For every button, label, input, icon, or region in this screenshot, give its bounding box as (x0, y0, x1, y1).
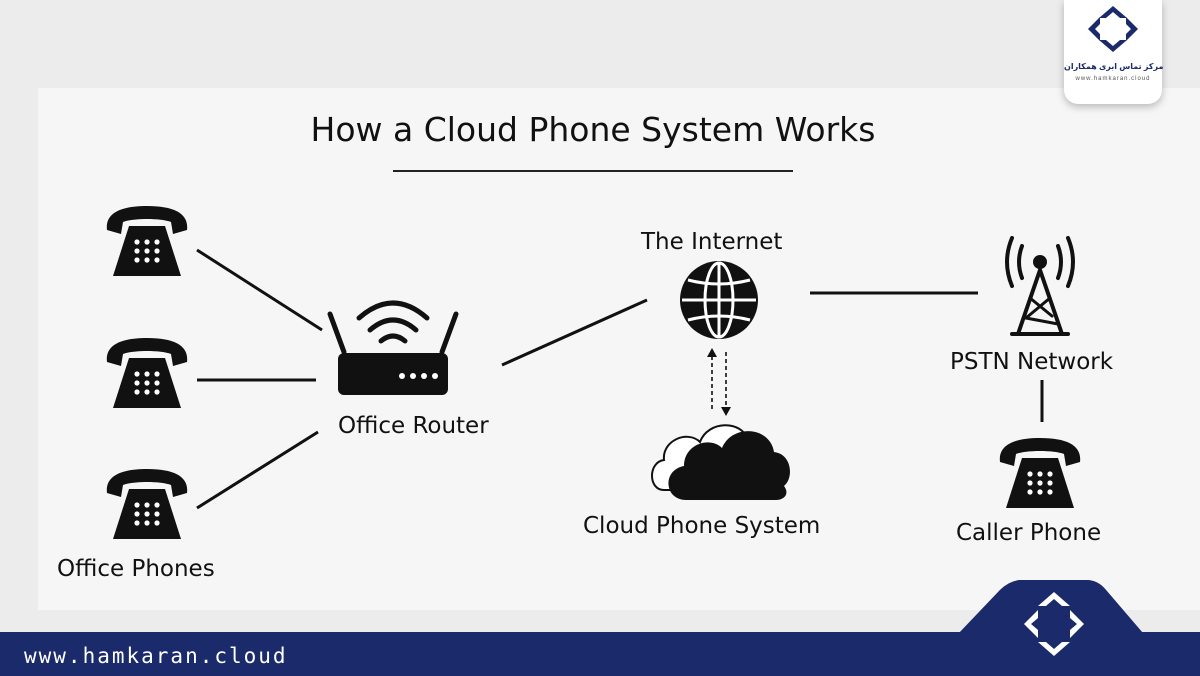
telephone-icon (999, 438, 1081, 508)
office-router-label: Office Router (338, 413, 489, 439)
hamkaran-logo-icon (1088, 6, 1138, 52)
cloud-phone-system-label: Cloud Phone System (583, 513, 821, 539)
diagram-panel (38, 88, 1200, 610)
connector-lines (196, 248, 1044, 510)
office-phones-label: Office Phones (57, 556, 215, 582)
wifi-router-icon (327, 300, 459, 395)
telephone-icon (106, 338, 188, 408)
brand-logo-card: مرکز تماس ابری همکاران www.hamkaran.clou… (1064, 0, 1164, 104)
globe-icon (680, 261, 758, 339)
footer-bar (0, 632, 1200, 676)
line-phone3-router (196, 430, 319, 510)
caller-phone-label: Caller Phone (956, 520, 1102, 546)
cell-tower-icon (1005, 236, 1075, 336)
internet-label: The Internet (641, 229, 783, 255)
line-router-internet (501, 298, 648, 367)
internet-cloud-link (707, 348, 731, 416)
diagram-title: How a Cloud Phone System Works (310, 110, 876, 149)
logo-persian-text: مرکز تماس ابری همکاران (1064, 62, 1164, 71)
line-phone1-router (196, 248, 323, 332)
cloud-icon (651, 424, 790, 500)
pstn-network-label: PSTN Network (950, 349, 1114, 375)
telephone-icon (106, 206, 188, 276)
footer-website-link[interactable]: www.hamkaran.cloud (24, 644, 288, 668)
logo-url-text: www.hamkaran.cloud (1075, 76, 1151, 82)
title-underline (393, 170, 793, 172)
telephone-icon (106, 469, 188, 539)
